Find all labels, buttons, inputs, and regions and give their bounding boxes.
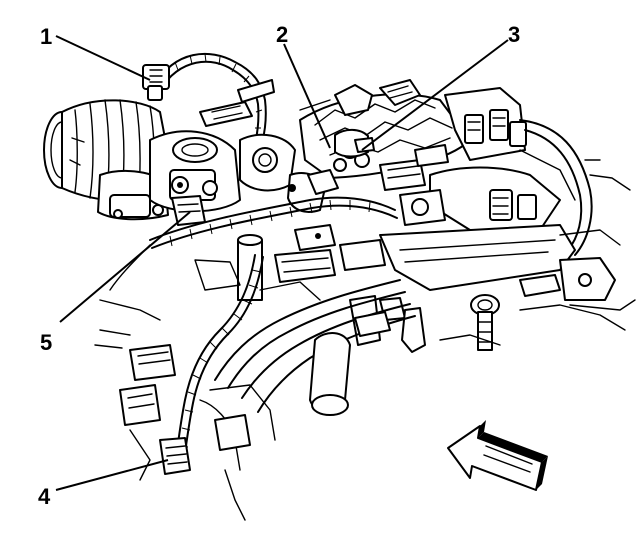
harness-connector-4 (159, 437, 191, 475)
callout-2: 2 (276, 22, 288, 47)
lower-left-harness (94, 254, 276, 521)
callout-4: 4 (38, 484, 51, 509)
callout-3: 3 (508, 22, 520, 47)
leader-line-2 (283, 43, 331, 149)
callout-1: 1 (40, 24, 52, 49)
leader-line-3 (361, 39, 509, 151)
leader-line-4 (55, 459, 169, 491)
leader-line-5 (59, 211, 191, 323)
fuel-rail-assembly (379, 224, 636, 351)
leader-line-1 (55, 35, 151, 81)
view-direction-arrow-icon (447, 420, 548, 491)
callout-5: 5 (40, 330, 52, 355)
right-connector-bank (429, 87, 631, 256)
callout-leaders (55, 35, 509, 491)
bracket-plate (199, 79, 275, 127)
harness-connector-5 (171, 195, 206, 226)
main-harness-left (149, 195, 398, 249)
sensor-cluster-center (307, 128, 449, 226)
lower-hose-bundle (214, 279, 416, 416)
callout-labels: 1 2 3 4 5 (38, 22, 520, 509)
